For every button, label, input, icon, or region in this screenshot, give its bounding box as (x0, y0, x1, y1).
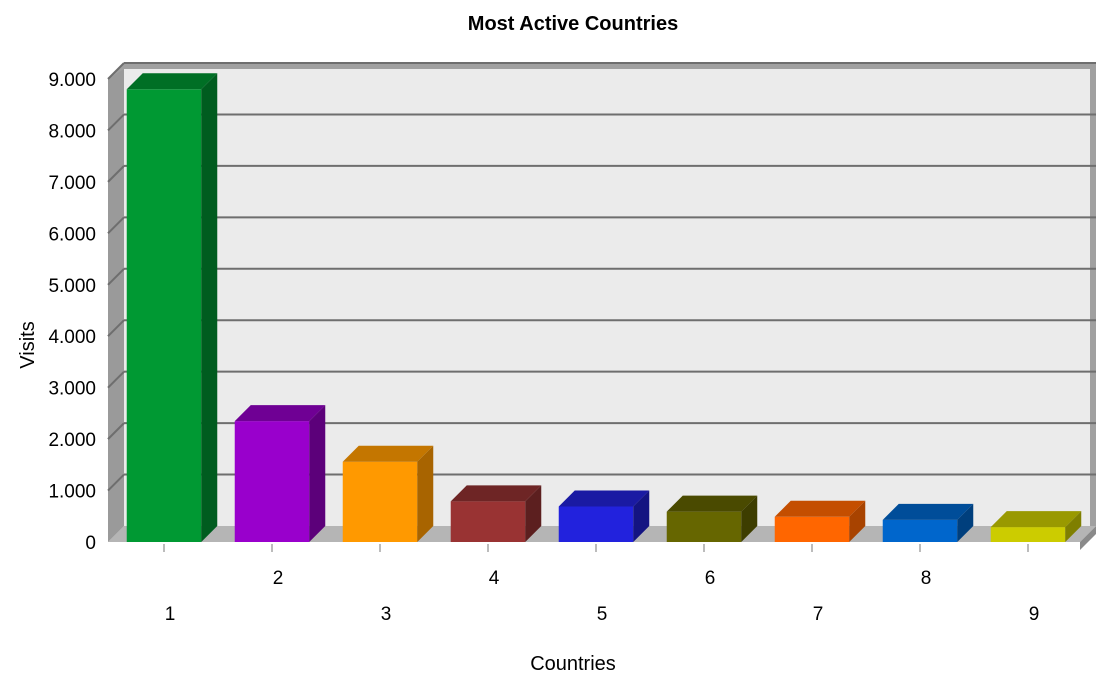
x-tick-label: 9 (1029, 604, 1040, 625)
y-tick-label: 1.000 (48, 482, 96, 503)
bar-1 (126, 73, 218, 543)
x-tick-labels: 1 2 3 4 5 6 7 8 9 (163, 544, 1040, 625)
bar-side (849, 500, 866, 542)
bar-5 (558, 490, 650, 542)
bar-6 (666, 495, 758, 542)
y-tick-labels: 0 1.000 2.000 3.000 4.000 5.000 6.000 7.000 8.00… (48, 70, 96, 554)
x-axis-label: Countries (530, 653, 616, 675)
gridline-side (107, 319, 125, 337)
gridline-side (107, 370, 125, 389)
gridline-side (107, 113, 125, 132)
gridline-side (107, 62, 125, 80)
gridline-side (107, 165, 125, 183)
bar-front (234, 421, 310, 542)
bar-side (741, 495, 758, 542)
bar-9 (990, 511, 1082, 542)
x-tick-label: 5 (597, 604, 608, 625)
bar-front (882, 519, 958, 542)
bar-side (1065, 511, 1082, 542)
y-tick-label: 9.000 (48, 70, 96, 91)
bar-8 (882, 503, 974, 542)
gridline-side (107, 216, 125, 235)
floor-edge (1080, 526, 1096, 550)
x-tick-label: 7 (813, 604, 824, 625)
y-tick-label: 6.000 (48, 224, 96, 245)
bar-top (666, 495, 758, 512)
bar-top (774, 500, 866, 517)
y-tick-label: 2.000 (48, 430, 96, 451)
y-tick-label: 0 (85, 533, 96, 554)
gridline-side (107, 268, 125, 286)
x-tick-label: 3 (381, 604, 392, 625)
y-tick-label: 7.000 (48, 173, 96, 194)
bar-front (342, 461, 418, 542)
bar-front (666, 511, 742, 542)
bar-3 (342, 445, 434, 542)
bar-4 (450, 485, 542, 542)
x-tick-label: 8 (921, 568, 932, 589)
bars (126, 73, 1082, 543)
x-tick-label: 6 (705, 568, 716, 589)
bar-side (417, 445, 434, 542)
bar-2 (234, 405, 326, 542)
y-tick-label: 8.000 (48, 121, 96, 142)
bar-top (450, 485, 542, 502)
bar-top (882, 503, 974, 520)
bar-side (957, 503, 974, 542)
gridline-side (107, 473, 125, 492)
x-tick-label: 4 (489, 568, 500, 589)
bar-front (126, 89, 202, 543)
bar-front (558, 506, 634, 542)
left-wall (108, 69, 124, 542)
chart-title: Most Active Countries (468, 13, 678, 35)
bar-top (342, 445, 434, 462)
bar-top (558, 490, 650, 507)
bar-front (990, 527, 1066, 542)
y-axis-label: Visits (17, 321, 39, 368)
x-tick-label: 2 (273, 568, 284, 589)
bar-front (450, 501, 526, 542)
bar-top (990, 511, 1082, 528)
bar-7 (774, 500, 866, 542)
bar-top (126, 73, 218, 90)
bar-top (234, 405, 326, 422)
bar-side (309, 405, 326, 542)
y-tick-label: 5.000 (48, 276, 96, 297)
y-tick-label: 3.000 (48, 379, 96, 400)
y-tick-label: 4.000 (48, 327, 96, 348)
bar-front (774, 516, 850, 542)
gridline-side (107, 422, 125, 440)
x-tick-label: 1 (165, 604, 176, 625)
bar-side (525, 485, 542, 542)
bar-side (633, 490, 650, 542)
bar-side (201, 73, 218, 543)
